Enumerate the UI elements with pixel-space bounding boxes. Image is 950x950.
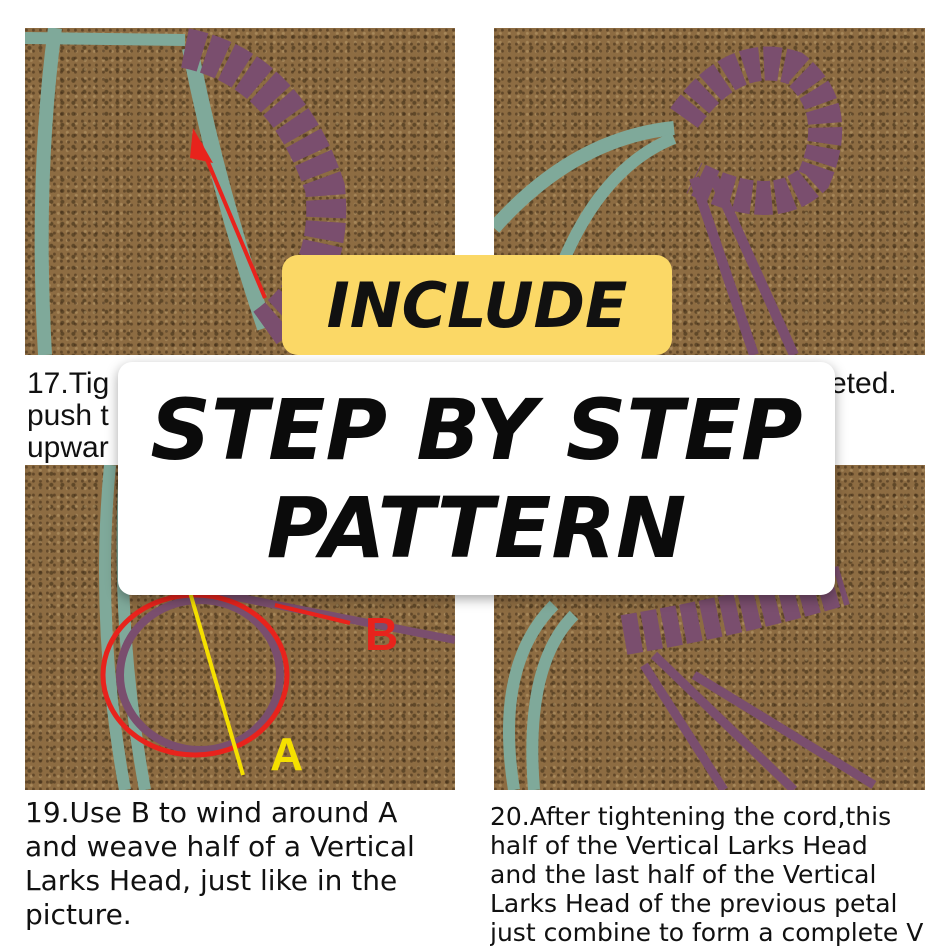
step-20-caption: 20.After tightening the cord,this half o…: [490, 802, 950, 947]
caption-line: 17.Tig: [27, 368, 110, 400]
caption-line: upwar: [27, 431, 109, 464]
label-a: A: [270, 728, 303, 780]
caption-line: push t: [27, 399, 109, 432]
caption-line: just combine to form a complete V: [490, 918, 924, 947]
caption-line: and weave half of a Vertical: [25, 830, 415, 863]
cord-illustration: [494, 46, 843, 355]
caption-line: picture.: [25, 898, 132, 931]
step-17-photo: [25, 28, 455, 355]
caption-line: half of the Vertical Larks Head: [490, 831, 868, 860]
caption-line: and the last half of the Vertical: [490, 860, 877, 889]
cord-illustration: [503, 565, 877, 790]
step-19-caption: 19.Use B to wind around A and weave half…: [25, 796, 415, 932]
include-badge: INCLUDE: [282, 255, 672, 355]
caption-line: eted.: [830, 368, 897, 400]
caption-line: Larks Head of the previous petal: [490, 889, 898, 918]
caption-line: 20.After tightening the cord,this: [490, 802, 892, 831]
label-b: B: [365, 608, 398, 660]
headline-line-2: PATTERN: [266, 478, 687, 577]
headline-line-1: STEP BY STEP: [150, 380, 803, 479]
caption-line: Larks Head, just like in the: [25, 864, 398, 897]
caption-line: 19.Use B to wind around A: [25, 796, 398, 829]
step-20-photo: [494, 465, 925, 790]
headline-banner: STEP BY STEP PATTERN: [118, 362, 835, 595]
step-18-caption: eted.: [830, 368, 897, 400]
step-17-caption: 17.Tig push t upwar: [27, 368, 147, 464]
